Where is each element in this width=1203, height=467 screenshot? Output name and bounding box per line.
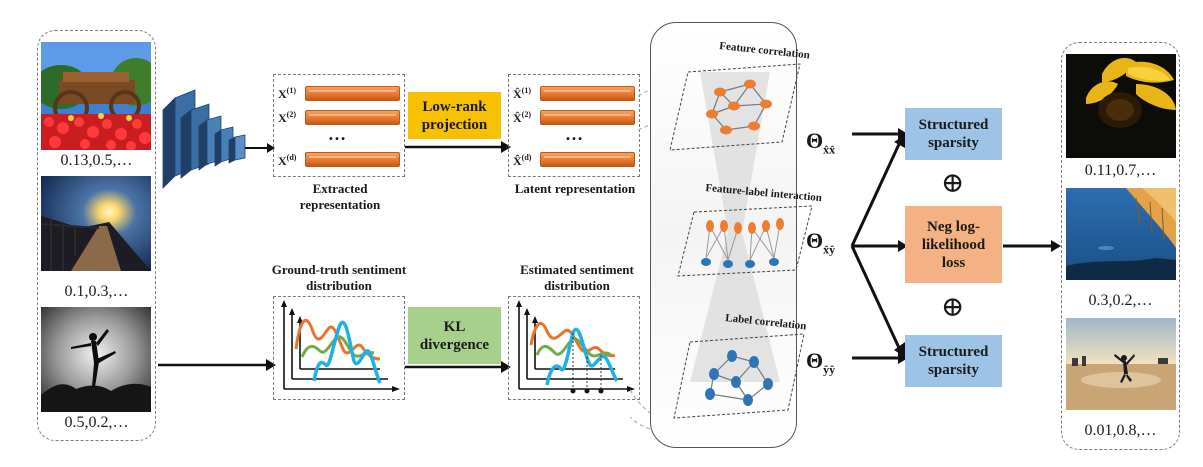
- output-images-panel: [1061, 42, 1180, 450]
- kl-divergence-box: KL divergence: [408, 307, 501, 364]
- latent-bar-2: [540, 110, 635, 125]
- input-score-3: 0.5,0.2,…: [64, 414, 129, 431]
- output-score-2: 0.3,0.2,…: [1088, 292, 1153, 309]
- input-score-1: 0.13,0.5,…: [60, 152, 133, 169]
- output-score-3: 0.01,0.8,…: [1084, 422, 1157, 439]
- oplus-bottom: ⊕: [941, 292, 965, 323]
- neg-log-likelihood-box: Neg log-likelihood loss: [905, 206, 1002, 283]
- extracted-representation-box: [273, 74, 405, 177]
- latent-representation-box: [508, 74, 640, 177]
- ground-truth-box: [273, 296, 405, 400]
- input-image-sunset-boardwalk: [41, 176, 151, 271]
- theta-arrows: [850, 128, 908, 364]
- arrow-extracted-to-latent: [405, 141, 511, 153]
- feature-bar-d: [305, 152, 400, 167]
- structured-sparsity-box-bottom: Structured sparsity: [905, 335, 1002, 387]
- arrow-input-to-ground-truth: [158, 359, 276, 371]
- arrow-ground-truth-to-estimated: [405, 361, 511, 373]
- input-score-2: 0.1,0.3,…: [64, 283, 129, 300]
- output-image-lake-reeds: [1066, 188, 1176, 280]
- ground-truth-caption: Ground-truth sentiment distribution: [271, 262, 407, 293]
- cnn-icon: [162, 89, 275, 189]
- feature-var-1: X(1): [278, 86, 296, 101]
- latent-var-d: X̂(d): [513, 153, 532, 168]
- output-image-sunflower: [1066, 54, 1176, 158]
- theta-yy: Θŷŷ: [806, 348, 836, 377]
- input-image-dancer-silhouette: [41, 307, 151, 412]
- input-image-flower-cart: [41, 42, 151, 150]
- estimated-caption: Estimated sentiment distribution: [520, 262, 634, 293]
- latent-bar-d: [540, 152, 635, 167]
- output-image-beach-jump: [1066, 318, 1176, 410]
- feature-bar-2: [305, 110, 400, 125]
- theta-xx: Θx̂x̂: [806, 128, 836, 157]
- latent-var-2: X̂(2): [513, 110, 531, 125]
- estimated-distribution-plot: [516, 300, 635, 394]
- latent-bar-1: [540, 86, 635, 101]
- low-rank-projection-box: Low-rank projection: [408, 92, 501, 139]
- feature-ellipsis: …: [328, 124, 346, 144]
- latent-ellipsis: …: [565, 124, 583, 144]
- input-images-panel: [37, 30, 156, 441]
- output-score-1: 0.11,0.7,…: [1084, 162, 1157, 179]
- estimated-box: [508, 296, 640, 400]
- extracted-representation-caption: Extracted representation: [299, 181, 381, 212]
- latent-representation-caption: Latent representation: [514, 181, 636, 196]
- oplus-top: ⊕: [941, 168, 965, 199]
- theta-xy: Θx̂ŷ: [806, 228, 836, 257]
- feature-var-2: X(2): [278, 110, 296, 125]
- structured-sparsity-box-top: Structured sparsity: [905, 108, 1002, 160]
- feature-bar-1: [305, 86, 400, 101]
- ground-truth-distribution-plot: [281, 300, 400, 392]
- feature-var-d: X(d): [278, 153, 297, 168]
- graph-layers-illustration: [669, 63, 813, 419]
- latent-var-1: X̂(1): [513, 86, 531, 101]
- arrow-loss-to-output: [1003, 240, 1061, 252]
